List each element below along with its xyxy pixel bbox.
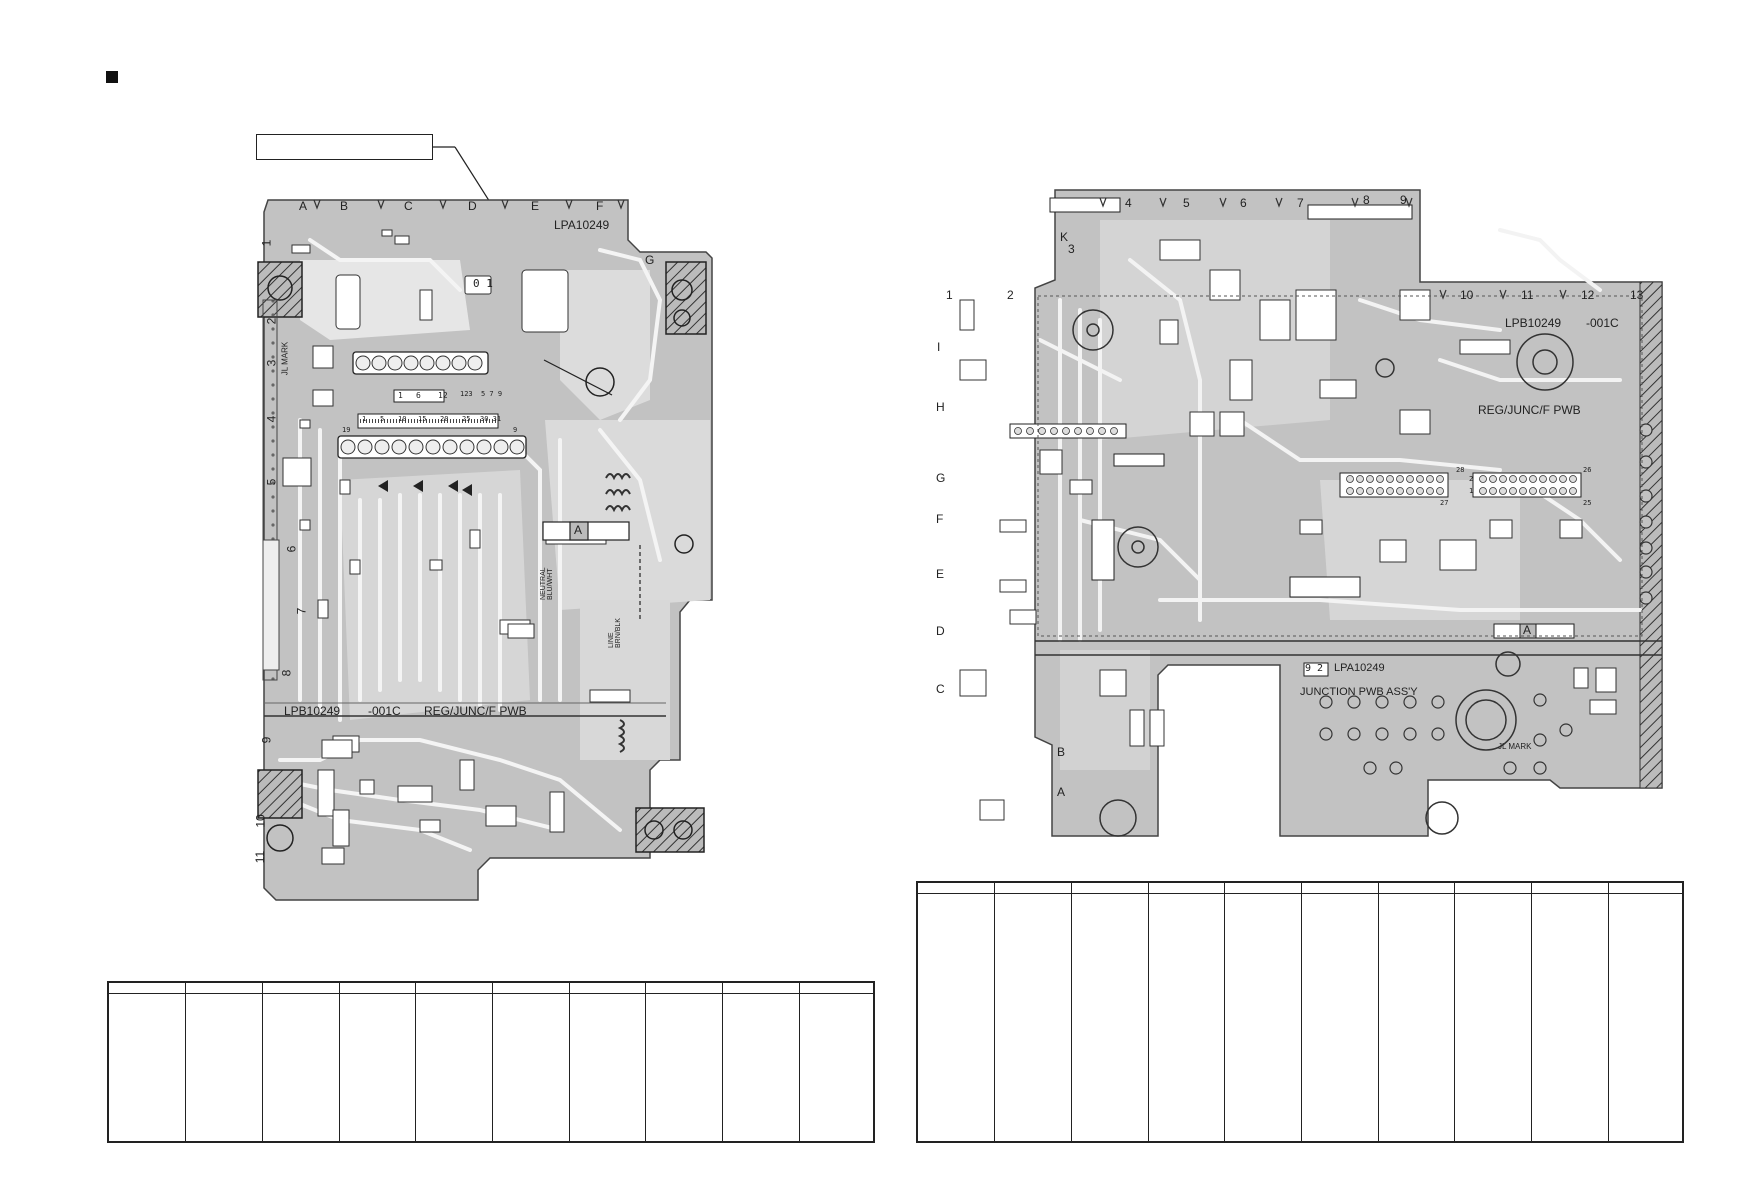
col-number-5: 5 xyxy=(1183,196,1190,210)
col-letter-e: E xyxy=(531,199,540,213)
pin-label-28: 28 xyxy=(1456,466,1465,474)
row-letter-a: A xyxy=(1057,785,1066,799)
junction-code: LPA10249 xyxy=(1334,662,1385,674)
row-number-1: 1 xyxy=(259,239,274,247)
pcb-board-left xyxy=(257,146,713,901)
row-number-r3: 3 xyxy=(1068,242,1075,256)
row-number-11: 11 xyxy=(253,850,268,864)
neutral-wire-label: NEUTRAL BLU/WHT xyxy=(540,567,554,600)
callout-box xyxy=(256,134,433,160)
connector-mid-num-10: 10 xyxy=(398,415,407,423)
line-wire-label: LINE BRN/BLK xyxy=(608,618,622,648)
row-letter-h: H xyxy=(936,400,945,414)
connector-mid-num-25: 25 xyxy=(462,415,471,423)
jumper-mark-right: JL MARK xyxy=(1498,742,1532,751)
pin-label-27: 27 xyxy=(1440,499,1449,507)
row-letter-b: B xyxy=(1057,745,1066,759)
row-number-6: 6 xyxy=(284,545,299,553)
row-letter-g: G xyxy=(936,471,946,485)
col-letter-b: B xyxy=(340,199,349,213)
row-number-10: 10 xyxy=(253,814,268,828)
pin-label-26: 26 xyxy=(1583,466,1592,474)
col-letter-g: G xyxy=(645,253,655,267)
connector-mid-num-20: 20 xyxy=(440,415,449,423)
connector-side-num-19: 19 xyxy=(342,426,351,434)
pwb-label-right-code: LPB10249 xyxy=(1505,316,1562,330)
row-number-2: 2 xyxy=(264,317,279,325)
pwb-label-right-rev: -001C xyxy=(1586,316,1619,330)
badge-a-right: A xyxy=(1523,623,1532,637)
junction-code-box: 9 2 xyxy=(1305,663,1324,674)
col-letter-f: F xyxy=(596,199,604,213)
pin-label-1: 1 xyxy=(1469,487,1474,495)
row-number-r2: 2 xyxy=(1007,288,1014,302)
col-number-7: 7 xyxy=(1297,196,1304,210)
row-letter-i: I xyxy=(937,340,941,354)
pwb-label-bottom-left-code: LPB10249 xyxy=(284,704,341,718)
badge-a-left: A xyxy=(574,523,583,537)
col-number-4: 4 xyxy=(1125,196,1132,210)
row-number-9: 9 xyxy=(259,736,274,744)
row-letter-e: E xyxy=(936,567,945,581)
connector-top-num-1: 1 xyxy=(398,391,403,400)
row-number-7: 7 xyxy=(294,607,309,615)
row-letter-f: F xyxy=(936,512,944,526)
col-letter-a: A xyxy=(299,199,308,213)
connector-mid-num-1: 1 xyxy=(362,415,367,423)
pwb-label-top-left: LPA10249 xyxy=(554,218,610,232)
pwb-label-bottom-left-name: REG/JUNC/F PWB xyxy=(424,704,527,718)
connector-mid-num-3031: 30 31 xyxy=(480,415,502,423)
row-number-3: 3 xyxy=(264,359,279,367)
row-number-5: 5 xyxy=(264,478,279,486)
row-letter-d: D xyxy=(936,624,945,638)
section-bullet xyxy=(106,71,118,83)
connector-top-num-6: 6 xyxy=(416,391,421,400)
col-number-10: 10 xyxy=(1460,288,1474,302)
pin-label-2: 2 xyxy=(1469,475,1474,483)
row-letter-c: C xyxy=(936,682,945,696)
row-number-8: 8 xyxy=(279,669,294,677)
row-number-r1: 1 xyxy=(946,288,953,302)
jumper-mark-left: JL MARK xyxy=(280,341,290,376)
col-number-12: 12 xyxy=(1581,288,1595,302)
connector-top-num-12: 12 xyxy=(438,391,448,400)
connector-mid-num-5: 5 xyxy=(380,415,385,423)
col-number-13: 13 xyxy=(1630,288,1644,302)
pin-label-25: 25 xyxy=(1583,499,1592,507)
junction-pwb-name: JUNCTION PWB ASS'Y xyxy=(1300,686,1418,698)
parts-table-left xyxy=(107,981,875,1143)
row-number-4: 4 xyxy=(264,415,279,423)
pwb-label-right-name: REG/JUNC/F PWB xyxy=(1478,403,1581,417)
parts-table-right xyxy=(916,881,1684,1143)
connector-mid-num-15: 15 xyxy=(418,415,427,423)
connector-side-num-579: 5 7 9 xyxy=(481,390,503,398)
pwb-label-bottom-left-rev: -001C xyxy=(368,704,401,718)
connector-side-num-123: 123 xyxy=(460,390,473,398)
col-number-9: 9 xyxy=(1400,193,1407,207)
col-number-6: 6 xyxy=(1240,196,1247,210)
col-number-8: 8 xyxy=(1363,193,1370,207)
col-letter-c: C xyxy=(404,199,413,213)
connector-side-num-9: 9 xyxy=(513,426,518,434)
pcb-board-right xyxy=(959,189,1663,837)
col-number-11: 11 xyxy=(1521,288,1534,302)
row-letter-k: K xyxy=(1060,230,1069,244)
chip-label-01: 0 1 xyxy=(473,277,493,290)
col-letter-d: D xyxy=(468,199,477,213)
